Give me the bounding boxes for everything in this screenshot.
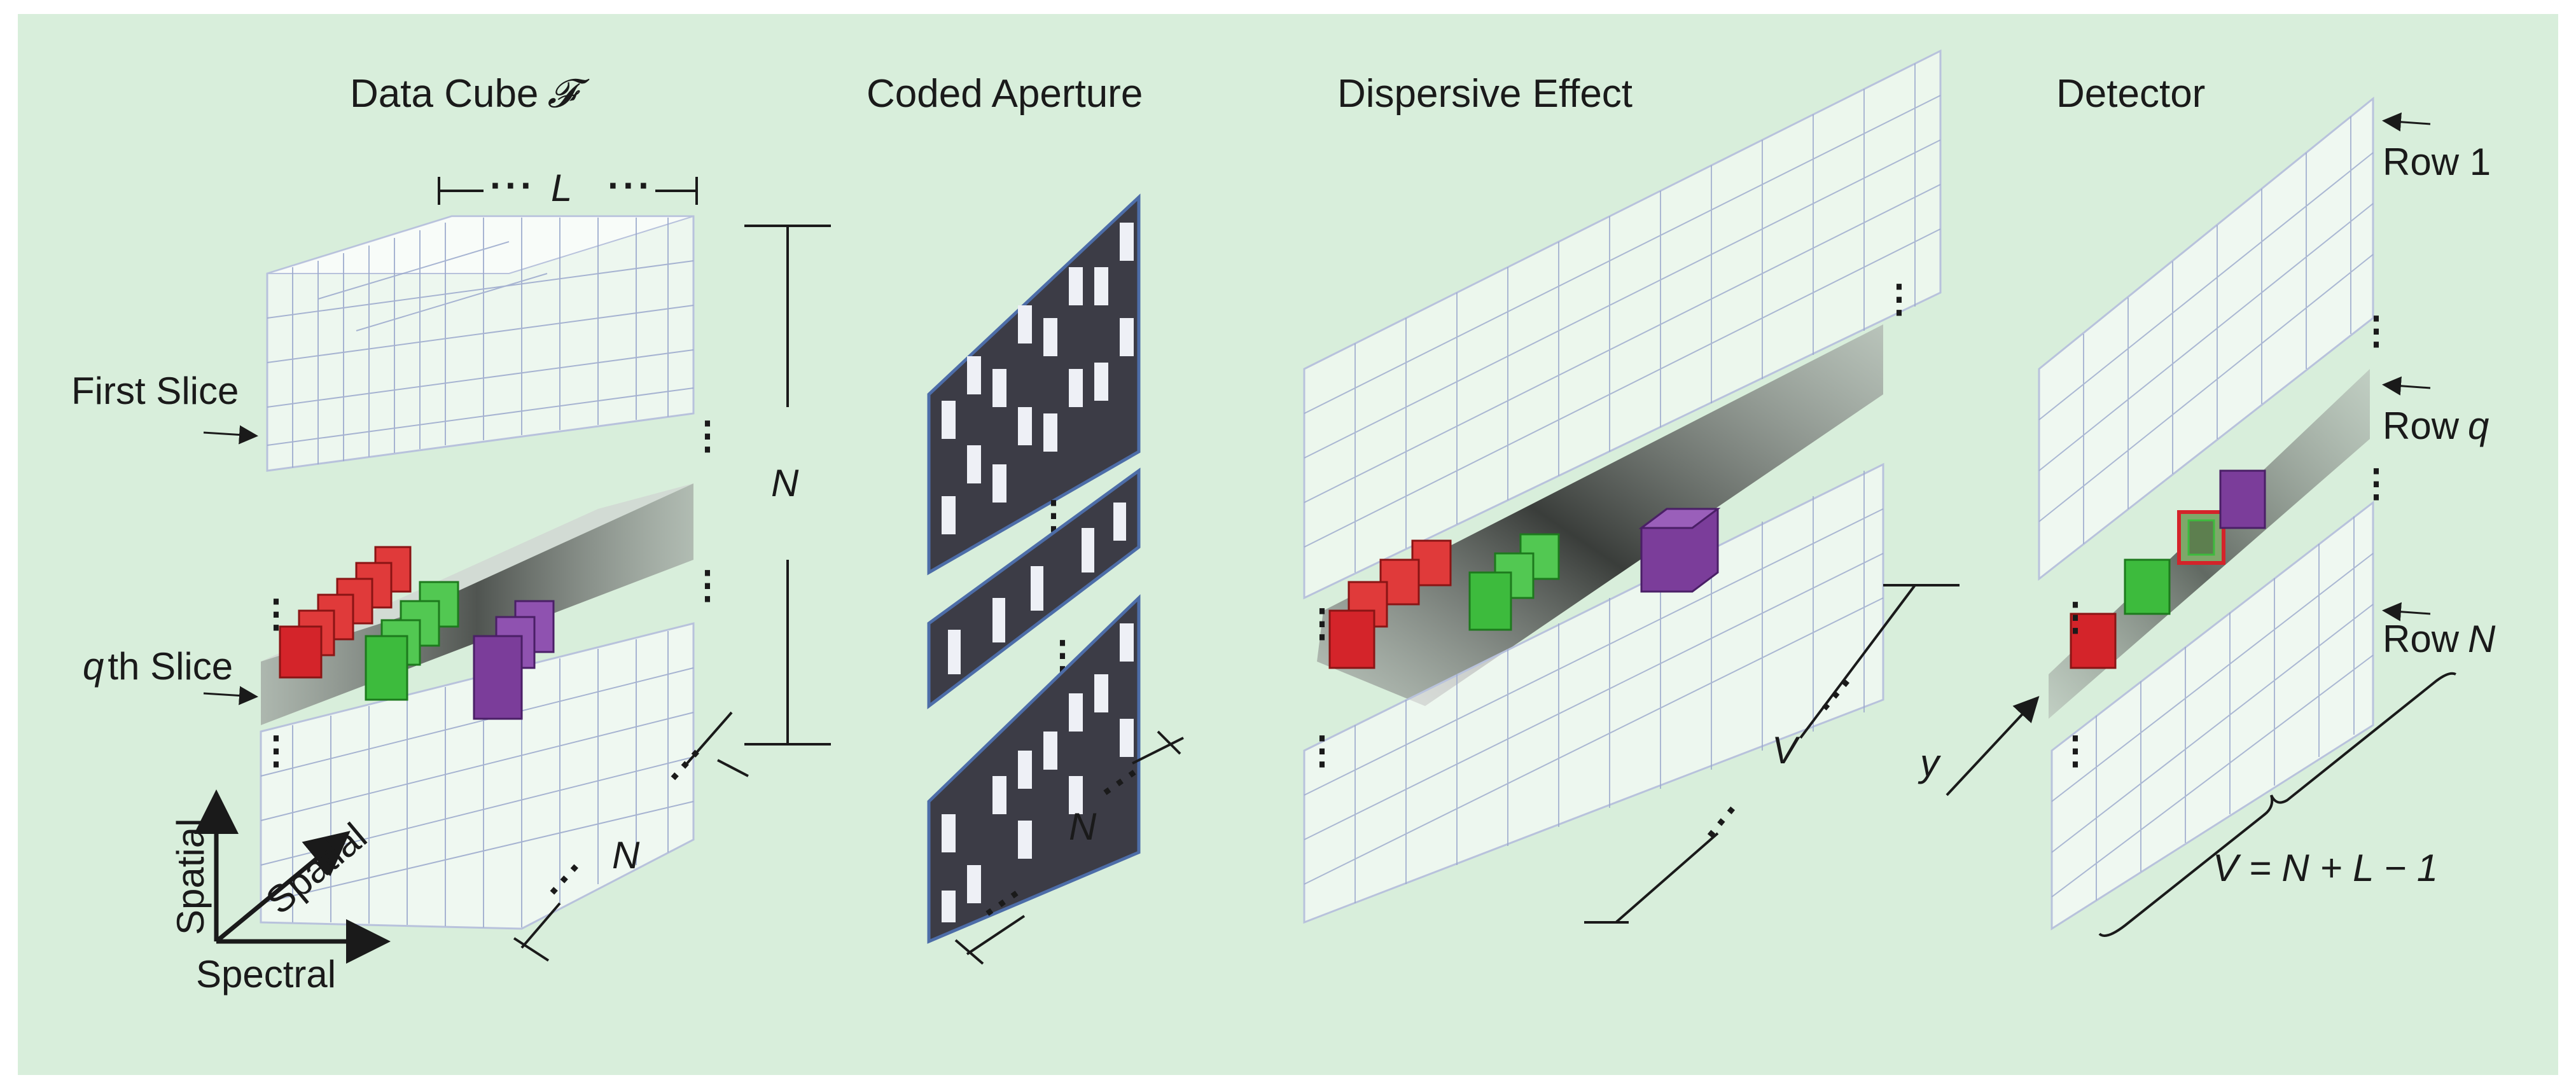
row-n-arrow-icon [2382,602,2431,621]
row-q-arrow-icon [2382,376,2431,396]
detector-red-pixel [2070,613,2117,669]
detector-panel: Detector [1918,72,2496,937]
ellipsis-v: ⋮ [2056,595,2097,638]
ellipsis-v: ⋮ [688,414,729,457]
dispersed-red-voxels [1328,539,1452,669]
dispersive-effect-panel: Dispersive Effect [1303,49,1960,924]
label-n-depth: N [612,834,640,877]
ellipsis-v: ⋮ [257,592,298,635]
detector-green-pixel [2124,558,2171,615]
first-slice-label: First Slice [71,370,239,412]
coded-aperture-title: Coded Aperture [867,72,1143,116]
cube-bottom-slab [260,622,695,930]
n-dimension-bracket [744,225,831,746]
label-y: y [1918,742,1942,784]
dispersive-effect-title: Dispersive Effect [1337,72,1633,116]
dispersed-bottom-slab [1303,462,1884,924]
axes-icon [194,789,391,964]
ellipsis-h: ··· [608,164,653,207]
detector-size-label: V = N + L − 1 [2213,847,2438,889]
dispersed-slice [1317,324,1883,706]
coded-aperture-panel: Coded Aperture ⋮ ⋮ [867,72,1184,965]
detector-bottom-rows [2050,500,2374,931]
cube-top-slab [266,215,695,472]
dispersed-top-slab [1303,49,1942,600]
aperture-mask-bottom [927,594,1141,944]
aperture-mask-middle [927,468,1141,710]
ellipsis-h: ··· [490,164,536,207]
row-1-arrow-icon [2382,112,2431,132]
aperture-mask-top [927,193,1141,576]
aperture-n-bracket [954,730,1184,965]
axis-spatial-vertical-label: Spatial [169,819,212,935]
axis-spectral-label: Spectral [196,953,336,995]
ellipsis-v: ⋮ [257,729,298,772]
y-axis-arrow-icon [1946,696,2040,796]
ellipsis-v: ⋮ [688,564,729,606]
v-dimension-bracket [1584,584,1960,924]
cube-purple-voxels [473,600,555,720]
first-slice-arrow-icon [203,425,258,445]
ellipsis-v: ⋮ [1303,602,1344,644]
detector-title: Detector [2056,72,2205,116]
ellipsis-v: ⋮ [1880,277,1921,320]
detector-mixed-pixel [2177,510,2225,565]
dispersed-purple-voxel [1638,508,1721,593]
ellipsis-v: ⋮ [2357,462,2398,504]
detector-top-rows [2038,96,2374,581]
cube-green-voxels [365,581,459,701]
label-n-aperture: N [1069,805,1097,848]
label-v: V [1772,729,1800,772]
detector-size-brace [2098,672,2456,937]
detector-purple-pixel [2219,469,2266,529]
n-depth-bracket [513,711,749,962]
ellipsis-v: ⋮ [2357,309,2398,352]
ellipsis-v: ⋮ [2056,729,2097,772]
label-l: L [551,167,572,209]
cube-red-voxels [279,546,412,679]
label-n: N [771,462,799,504]
qth-slice-arrow-icon [203,686,258,705]
ellipsis-v: ⋮ [1303,729,1344,772]
row-1-label: Row 1 [2383,141,2491,183]
dispersed-green-voxels [1468,533,1560,631]
